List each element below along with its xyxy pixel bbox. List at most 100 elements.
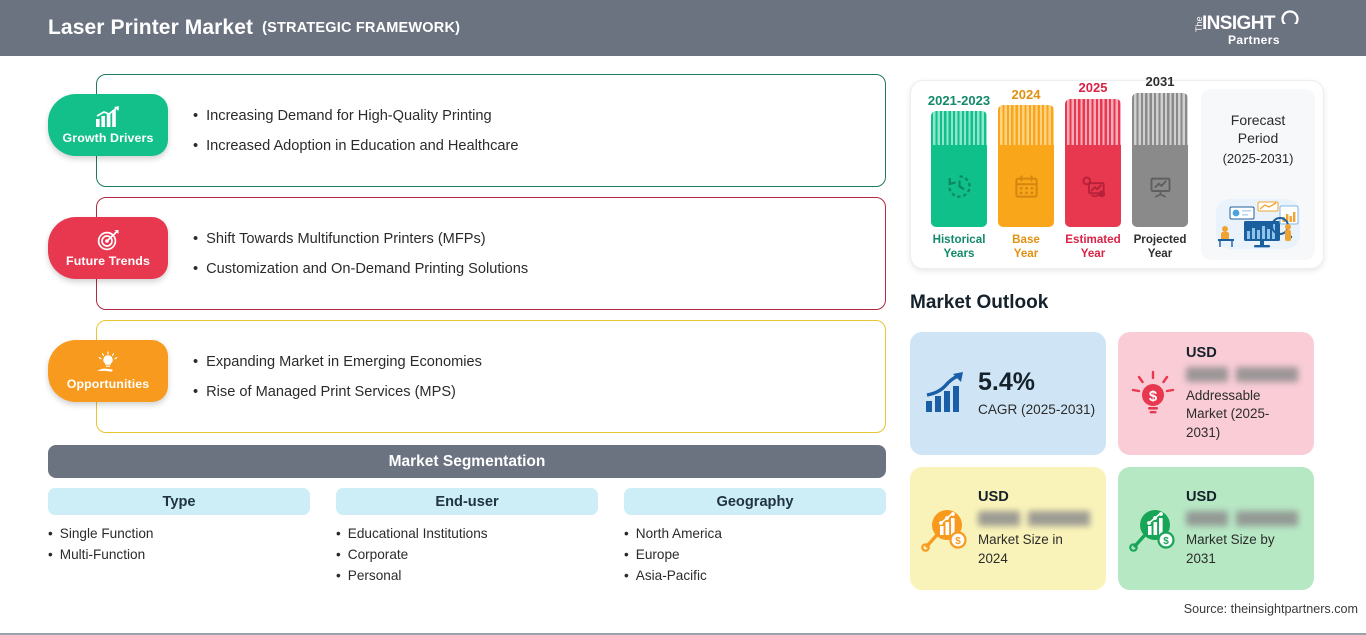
source-attribution: Source: theinsightpartners.com (1183, 602, 1358, 616)
business-analytics-illustration (1216, 199, 1300, 249)
bar-year-label: 2025 (1078, 80, 1108, 96)
badge-label: Opportunities (66, 377, 150, 392)
forecast-label-line1: Forecast (1230, 112, 1286, 128)
bullet-item: Rise of Managed Print Services (MPS) (193, 384, 482, 400)
market-segmentation-title: Market Segmentation (48, 445, 886, 478)
currency-label: USD (1186, 345, 1217, 362)
bar-stripe-top (1132, 93, 1188, 146)
cagr-card[interactable]: 5.4% CAGR (2025-2031) (910, 332, 1106, 455)
redacted-value (1186, 367, 1308, 383)
bullet-item: Expanding Market in Emerging Economies (193, 354, 482, 370)
svg-text:$: $ (955, 536, 961, 547)
the-insight-partners-logo: The INSIGHT Partners (1194, 10, 1299, 47)
bar-caption: Estimated Year (1065, 233, 1121, 260)
list-item: Educational Institutions (336, 526, 598, 541)
header-title-group: Laser Printer Market (STRATEGIC FRAMEWOR… (48, 0, 460, 56)
card-label: Market Size in 2024 (978, 532, 1063, 566)
cagr-body: 5.4% CAGR (2025-2031) (978, 368, 1096, 418)
segment-list: North America Europe Asia-Pacific (624, 526, 886, 583)
bar-projected-year: 2031 Projected Year (1132, 74, 1188, 260)
card-label: Market Size by 2031 (1186, 532, 1275, 566)
outlook-cards: 5.4% CAGR (2025-2031) $ USD (910, 332, 1326, 590)
list-item: Corporate (336, 547, 598, 562)
bar-chart-arrow-up-icon (926, 371, 963, 412)
target-dart-icon (97, 230, 119, 251)
bar-stripe-top (1065, 99, 1121, 146)
bar-solid-body (931, 145, 987, 228)
calendar-icon (1014, 175, 1038, 198)
badge-label: Future Trends (66, 254, 150, 269)
addressable-market-card[interactable]: $ USD Addressable Market (2025-2031) (1118, 332, 1314, 455)
bar-stripe-top (998, 105, 1054, 146)
card-label: Addressable Market (2025-2031) (1186, 388, 1270, 440)
forecast-period-box: Forecast Period (2025-2031) (1201, 89, 1315, 260)
forecast-analytics-icon (1081, 176, 1105, 198)
segment-header: End-user (336, 488, 598, 515)
segmentation-column-type: Type Single Function Multi-Function (48, 488, 310, 583)
badge-label: Growth Drivers (62, 131, 154, 146)
redacted-value (978, 511, 1100, 527)
opportunities-bullets: Expanding Market in Emerging Economies R… (193, 354, 482, 400)
bar-caption: Historical Years (932, 233, 986, 260)
forecast-period-chart: 2021-2023 Historical Ye (911, 74, 1323, 268)
bar-historical-years: 2021-2023 Historical Ye (928, 93, 990, 260)
page-subtitle: (STRATEGIC FRAMEWORK) (262, 20, 461, 36)
segmentation-column-geography: Geography North America Europe Asia-Paci… (624, 488, 886, 583)
growth-drivers-box: Increasing Demand for High-Quality Print… (96, 74, 886, 187)
bar-column (998, 105, 1054, 228)
opportunities-box: Expanding Market in Emerging Economies R… (96, 320, 886, 433)
bar-stripe-top (931, 111, 987, 146)
market-size-2024-card[interactable]: $ USD Market Size in 2024 (910, 467, 1106, 590)
list-item: Asia-Pacific (624, 568, 886, 583)
bar-solid-body (1132, 145, 1188, 228)
list-item: Personal (336, 568, 598, 583)
badge-future-trends[interactable]: Future Trends (48, 217, 168, 279)
bullet-item: Customization and On-Demand Printing Sol… (193, 261, 528, 277)
svg-text:$: $ (1149, 388, 1158, 405)
redacted-value (1186, 511, 1308, 527)
segment-header: Geography (624, 488, 886, 515)
bar-base-year: 2024 Base (998, 87, 1054, 260)
market-size-2031-card[interactable]: $ USD Market Size by 2031 (1118, 467, 1314, 590)
bar-year-label: 2021-2023 (927, 93, 991, 109)
currency-label: USD (978, 489, 1009, 506)
growth-drivers-bullets: Increasing Demand for High-Quality Print… (193, 108, 518, 154)
timeline-bars: 2021-2023 Historical Ye (927, 74, 1197, 268)
svg-text:Partners: Partners (1228, 33, 1280, 47)
framework-column: Increasing Demand for High-Quality Print… (0, 56, 900, 635)
market-size-2031-body: USD Market Size by 2031 (1186, 489, 1308, 567)
list-item: Single Function (48, 526, 310, 541)
badge-opportunities[interactable]: Opportunities (48, 340, 168, 402)
segmentation-columns: Type Single Function Multi-Function End-… (48, 488, 886, 583)
list-item: Multi-Function (48, 547, 310, 562)
market-size-2024-body: USD Market Size in 2024 (978, 489, 1100, 567)
future-trends-bullets: Shift Towards Multifunction Printers (MF… (193, 231, 528, 277)
svg-text:INSIGHT: INSIGHT (1202, 13, 1276, 34)
svg-text:$: $ (1163, 536, 1169, 547)
badge-growth-drivers[interactable]: Growth Drivers (48, 94, 168, 156)
currency-label: USD (1186, 489, 1217, 506)
addressable-market-body: USD Addressable Market (2025-2031) (1186, 345, 1308, 442)
presentation-chart-icon (1150, 177, 1170, 198)
cagr-value: 5.4% (978, 368, 1035, 396)
segment-header: Type (48, 488, 310, 515)
bar-solid-body (998, 145, 1054, 228)
svg-text:The: The (1194, 16, 1204, 32)
magnifier-chart-dollar-icon: $ (921, 509, 967, 552)
magnifier-chart-dollar-icon: $ (1129, 509, 1175, 552)
bullet-item: Shift Towards Multifunction Printers (MF… (193, 231, 528, 247)
future-trends-box: Shift Towards Multifunction Printers (MF… (96, 197, 886, 310)
lightbulb-hand-icon (97, 351, 118, 372)
market-outlook-title: Market Outlook (910, 292, 1049, 313)
cagr-label: CAGR (2025-2031) (978, 402, 1096, 417)
clock-history-icon (947, 175, 971, 198)
segmentation-column-end-user: End-user Educational Institutions Corpor… (336, 488, 598, 583)
list-item: Europe (624, 547, 886, 562)
bar-column (931, 111, 987, 228)
bar-solid-body (1065, 145, 1121, 228)
bar-caption: Projected Year (1133, 233, 1187, 260)
outlook-column: 2021-2023 Historical Ye (900, 56, 1366, 635)
bar-year-label: 2031 (1145, 74, 1175, 90)
bullet-item: Increasing Demand for High-Quality Print… (193, 108, 518, 124)
